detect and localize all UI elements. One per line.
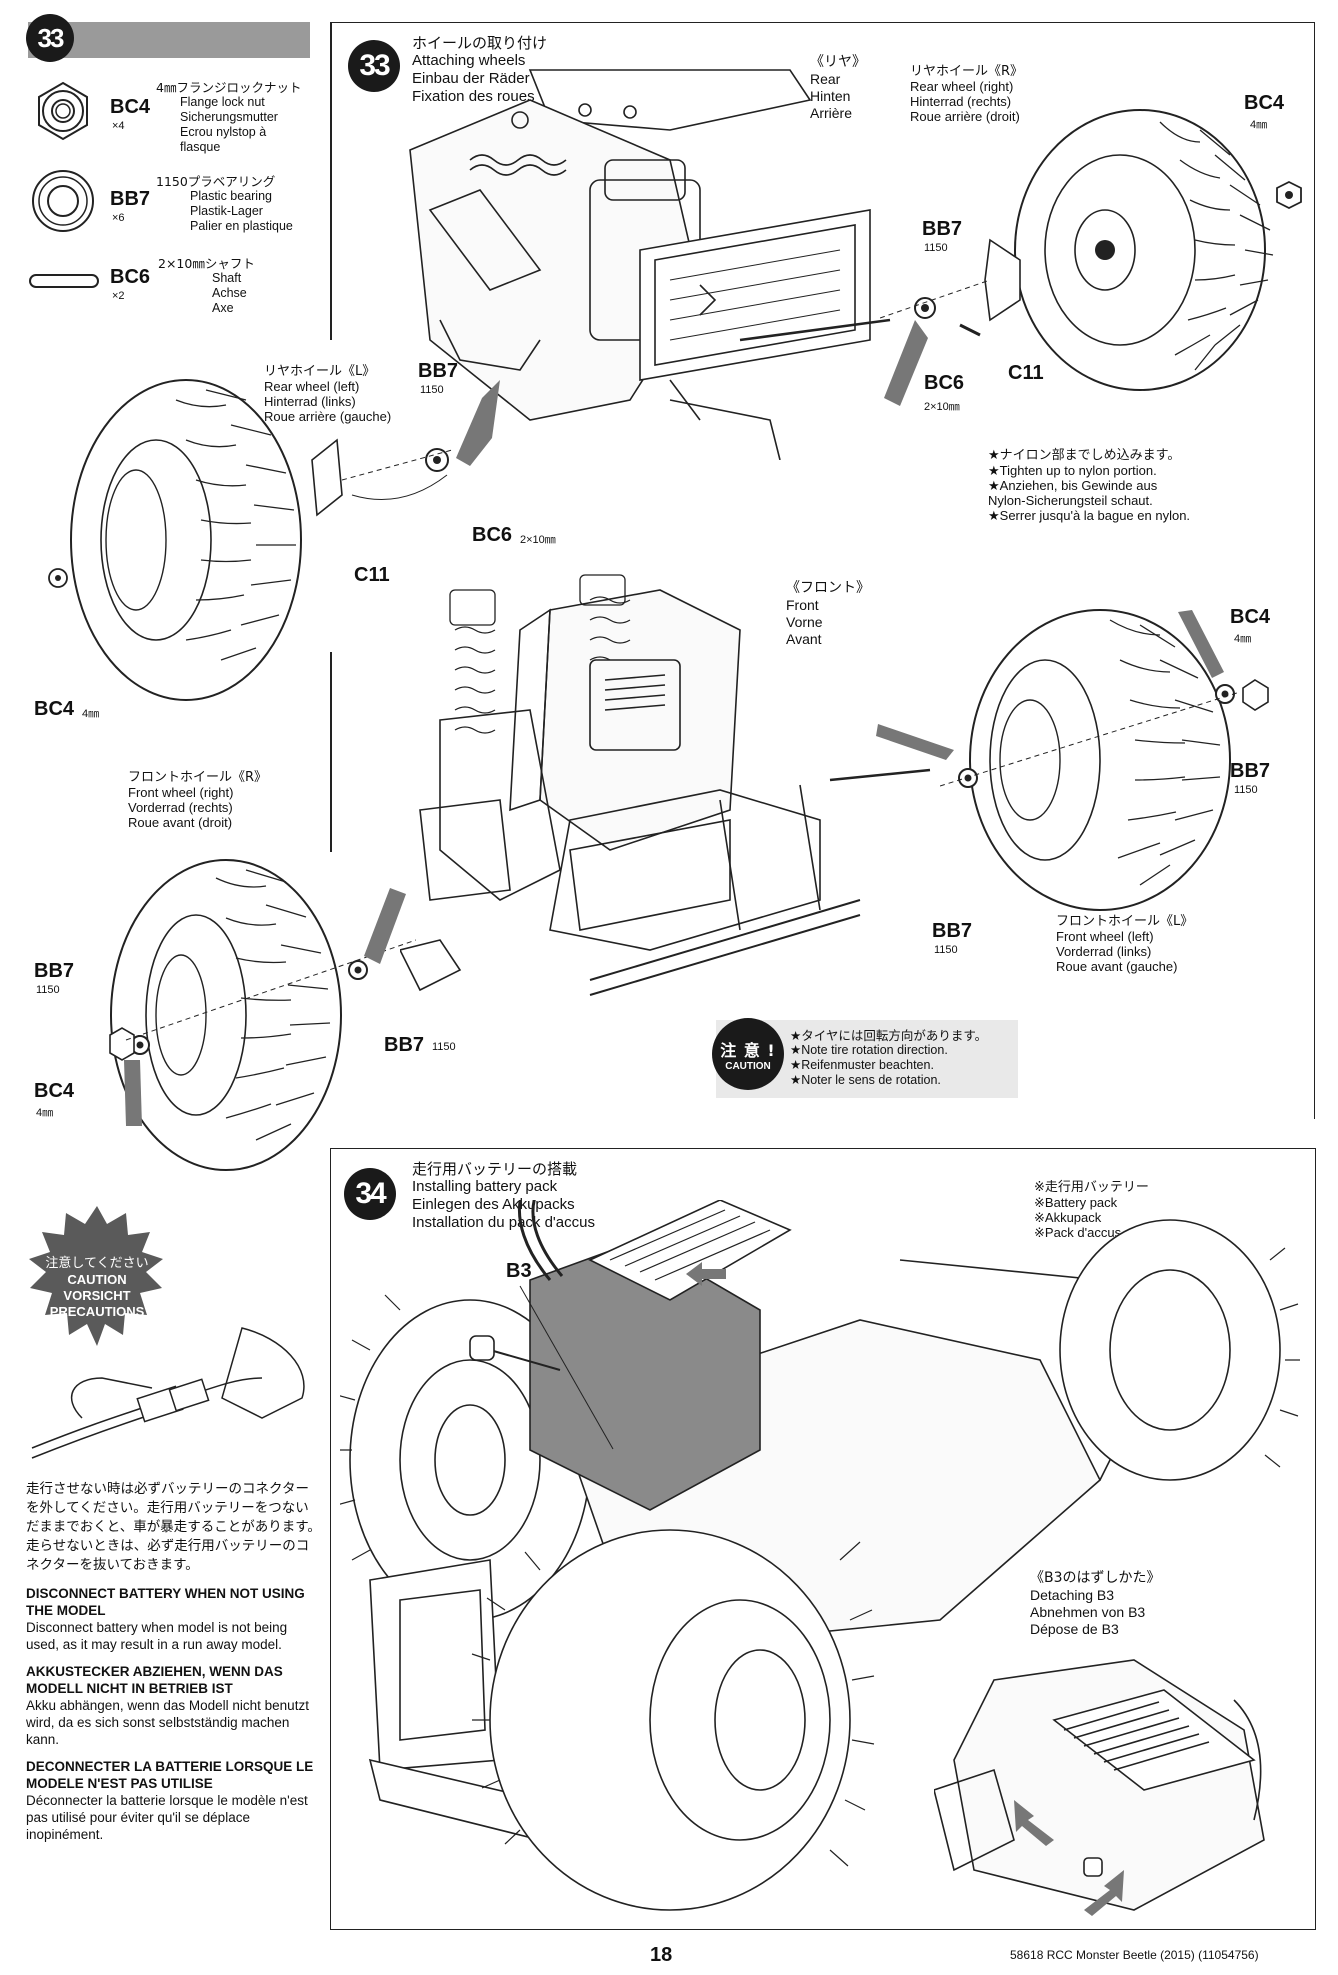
label-bb7-front-right-bottom: BB7 (384, 1034, 425, 1056)
label-b3: B3 (506, 1260, 532, 1282)
front-wheel-left-label: フロントホイール《L》 Front wheel (left) Vorderrad… (1056, 914, 1194, 974)
label-4mm-front-left: 4㎜ (1234, 633, 1252, 645)
battery-pack-note: ※走行用バッテリー ※Battery pack ※Akkupack ※Pack … (1034, 1180, 1149, 1240)
caution-en-heading: DISCONNECT BATTERY WHEN NOT USING THE MO… (26, 1586, 305, 1618)
step-33-number: 33 (348, 40, 400, 92)
caution-de-body: Akku abhängen, wenn das Modell nicht ben… (26, 1698, 309, 1747)
step-34-panel (330, 1148, 1316, 1930)
rear-left-wheel-drawing (48, 379, 302, 701)
plastic-bearing-icon (32, 170, 94, 232)
label-4mm-front-right: 4㎜ (36, 1107, 54, 1119)
front-chassis-drawing (400, 574, 931, 996)
label-1150-front-left-top: 1150 (1234, 784, 1258, 796)
caution-jp: 走行させない時は必ずバッテリーのコネクターを外してください。走行用バッテリーをつ… (26, 1481, 321, 1573)
part-desc-bc4: 4㎜フランジロックナット Flange lock nut Sicherungsm… (156, 80, 302, 154)
connector-arrow-icon (686, 1262, 726, 1286)
glue-arrow-icon (364, 888, 406, 964)
front-right-wheel-drawing (110, 859, 342, 1171)
detach-b3-drawing (934, 1659, 1265, 1916)
label-bc4-front-right: BC4 (34, 1080, 75, 1102)
part-desc-bc6: 2×10㎜シャフト Shaft Achse Axe (158, 256, 255, 315)
label-2x10-rear-right: 2×10㎜ (924, 401, 960, 413)
nut-bc4-rear-right (1276, 180, 1302, 210)
caution-badge-text: 注意してください CAUTION VORSICHT PRECAUTIONS (45, 1256, 149, 1319)
part-code-bc4: BC4 (110, 96, 151, 118)
part-qty-bb7: ×6 (112, 212, 125, 224)
b3-pointer-line (519, 1285, 614, 1450)
label-c11-rear-right: C11 (1008, 362, 1044, 384)
panel-left-divider-2 (330, 652, 332, 852)
shaft-icon (29, 274, 99, 288)
rear-right-hardware (880, 238, 1021, 337)
label-bb7-rear-right: BB7 (922, 218, 963, 240)
step-33-title: ホイールの取り付け Attaching wheels Einbau der Rä… (412, 34, 548, 105)
label-1150-rear-right: 1150 (924, 242, 948, 254)
step-number-badge: 33 (26, 14, 74, 62)
label-2x10-rear-left: 2×10㎜ (520, 534, 556, 546)
label-bc4-rear-right: BC4 (1244, 92, 1285, 114)
glue-arrow-icon (456, 380, 500, 466)
rear-chassis-drawing (409, 69, 891, 460)
label-c11-rear-left: C11 (354, 564, 390, 586)
caution-fr-heading: DECONNECTER LA BATTERIE LORSQUE LE MODEL… (26, 1759, 314, 1791)
front-wheel-right-label: フロントホイール《R》 Front wheel (right) Vorderra… (128, 770, 268, 830)
rear-wheel-left-label: リヤホイール《L》 Rear wheel (left) Hinterrad (l… (264, 364, 392, 424)
front-left-hardware (940, 679, 1269, 788)
caution-badge-icon: 注 意 ! CAUTION (712, 1018, 784, 1090)
label-1150-front-left-bottom: 1150 (934, 944, 958, 956)
label-4mm-rear-right: 4㎜ (1250, 119, 1268, 131)
part-desc-bb7: 1150プラベアリング Plastic bearing Plastik-Lage… (156, 174, 293, 233)
glue-arrow-icon (1178, 610, 1224, 678)
glue-arrow-icon (124, 1060, 142, 1126)
tighten-note: ★ナイロン部までしめ込みます。 ★Tighten up to nylon por… (988, 448, 1191, 523)
step-33-panel (330, 22, 1315, 1119)
rear-right-wheel-drawing (1014, 109, 1274, 391)
label-bb7-front-right-top: BB7 (34, 960, 75, 982)
document-reference: 58618 RCC Monster Beetle (2015) (1105475… (1010, 1948, 1259, 1962)
part-code-bb7: BB7 (110, 188, 151, 210)
label-4mm-rear-left: 4㎜ (82, 708, 100, 720)
part-code-bc6: BC6 (110, 266, 151, 288)
caution-text: 走行させない時は必ずバッテリーのコネクターを外してください。走行用バッテリーをつ… (26, 1480, 322, 1853)
part-qty-bc6: ×2 (112, 290, 125, 302)
label-bc6-rear-left: BC6 (472, 524, 513, 546)
page-number: 18 (650, 1944, 673, 1966)
tire-rotation-note: ★タイヤには回転方向があります。 ★Note tire rotation dir… (790, 1028, 988, 1087)
battery-installation-drawing (340, 1200, 1300, 1911)
glue-arrow-icon (884, 320, 928, 406)
detach-b3-label: 《B3のはずしかた》 Detaching B3 Abnehmen von B3 … (1030, 1570, 1161, 1637)
caution-de-heading: AKKUSTECKER ABZIEHEN, WENN DAS MODELL NI… (26, 1664, 283, 1696)
label-bb7-rear-left: BB7 (418, 360, 459, 382)
unplug-connector-drawing (31, 1327, 305, 1459)
caution-en-body: Disconnect battery when model is not bei… (26, 1620, 288, 1652)
label-bb7-front-left-bottom: BB7 (932, 920, 973, 942)
front-label: 《フロント》 Front Vorne Avant (786, 580, 870, 647)
label-bb7-front-left-top: BB7 (1230, 760, 1271, 782)
label-bc6-rear-right: BC6 (924, 372, 965, 394)
label-1150-rear-left: 1150 (420, 384, 444, 396)
rear-label: 《リヤ》 Rear Hinten Arrière (810, 54, 866, 121)
caution-starburst-icon (29, 1206, 163, 1346)
label-bc4-rear-left: BC4 (34, 698, 75, 720)
rear-left-hardware (311, 438, 453, 517)
label-1150-front-right-top: 1150 (36, 984, 60, 996)
label-bc4-front-left: BC4 (1230, 606, 1271, 628)
rear-wheel-right-label: リヤホイール《R》 Rear wheel (right) Hinterrad (… (910, 64, 1024, 124)
glue-arrow-icon (876, 724, 954, 760)
step-34-title: 走行用バッテリーの搭載 Installing battery pack Einl… (412, 1160, 595, 1231)
caution-fr-body: Déconnecter la batterie lorsque le modèl… (26, 1793, 308, 1842)
label-1150-front-right-bottom: 1150 (432, 1041, 456, 1053)
step-34-number: 34 (344, 1168, 396, 1220)
part-qty-bc4: ×4 (112, 120, 125, 132)
panel-left-divider (330, 22, 332, 340)
front-left-wheel-drawing (969, 609, 1231, 911)
step-header-bar (28, 22, 310, 58)
flange-nut-icon (38, 81, 88, 141)
